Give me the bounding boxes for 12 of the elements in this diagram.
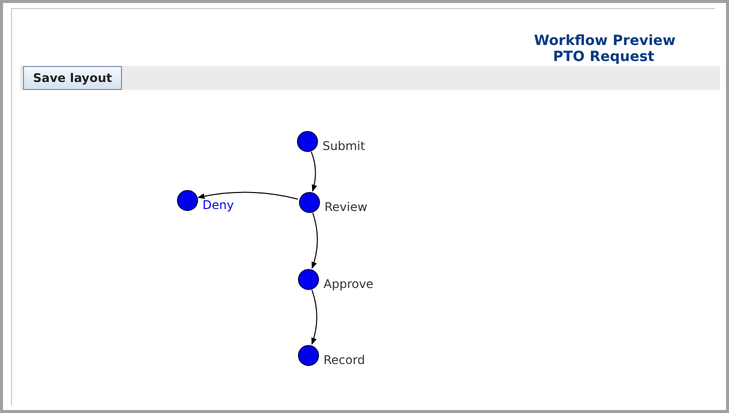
arrow [198,192,298,200]
subtitle: PTO Request [553,49,654,65]
state-label: Submit [322,138,366,152]
state-label: Approve [324,276,374,290]
diagram-title: Workflow Preview [534,33,676,49]
save-button: Save layout [23,66,122,90]
arrow [311,289,318,345]
state-label: Deny [202,198,234,212]
arrow [310,151,317,192]
state-label: Record [324,352,365,366]
state-label: Review [324,200,368,214]
arrow [311,212,318,269]
